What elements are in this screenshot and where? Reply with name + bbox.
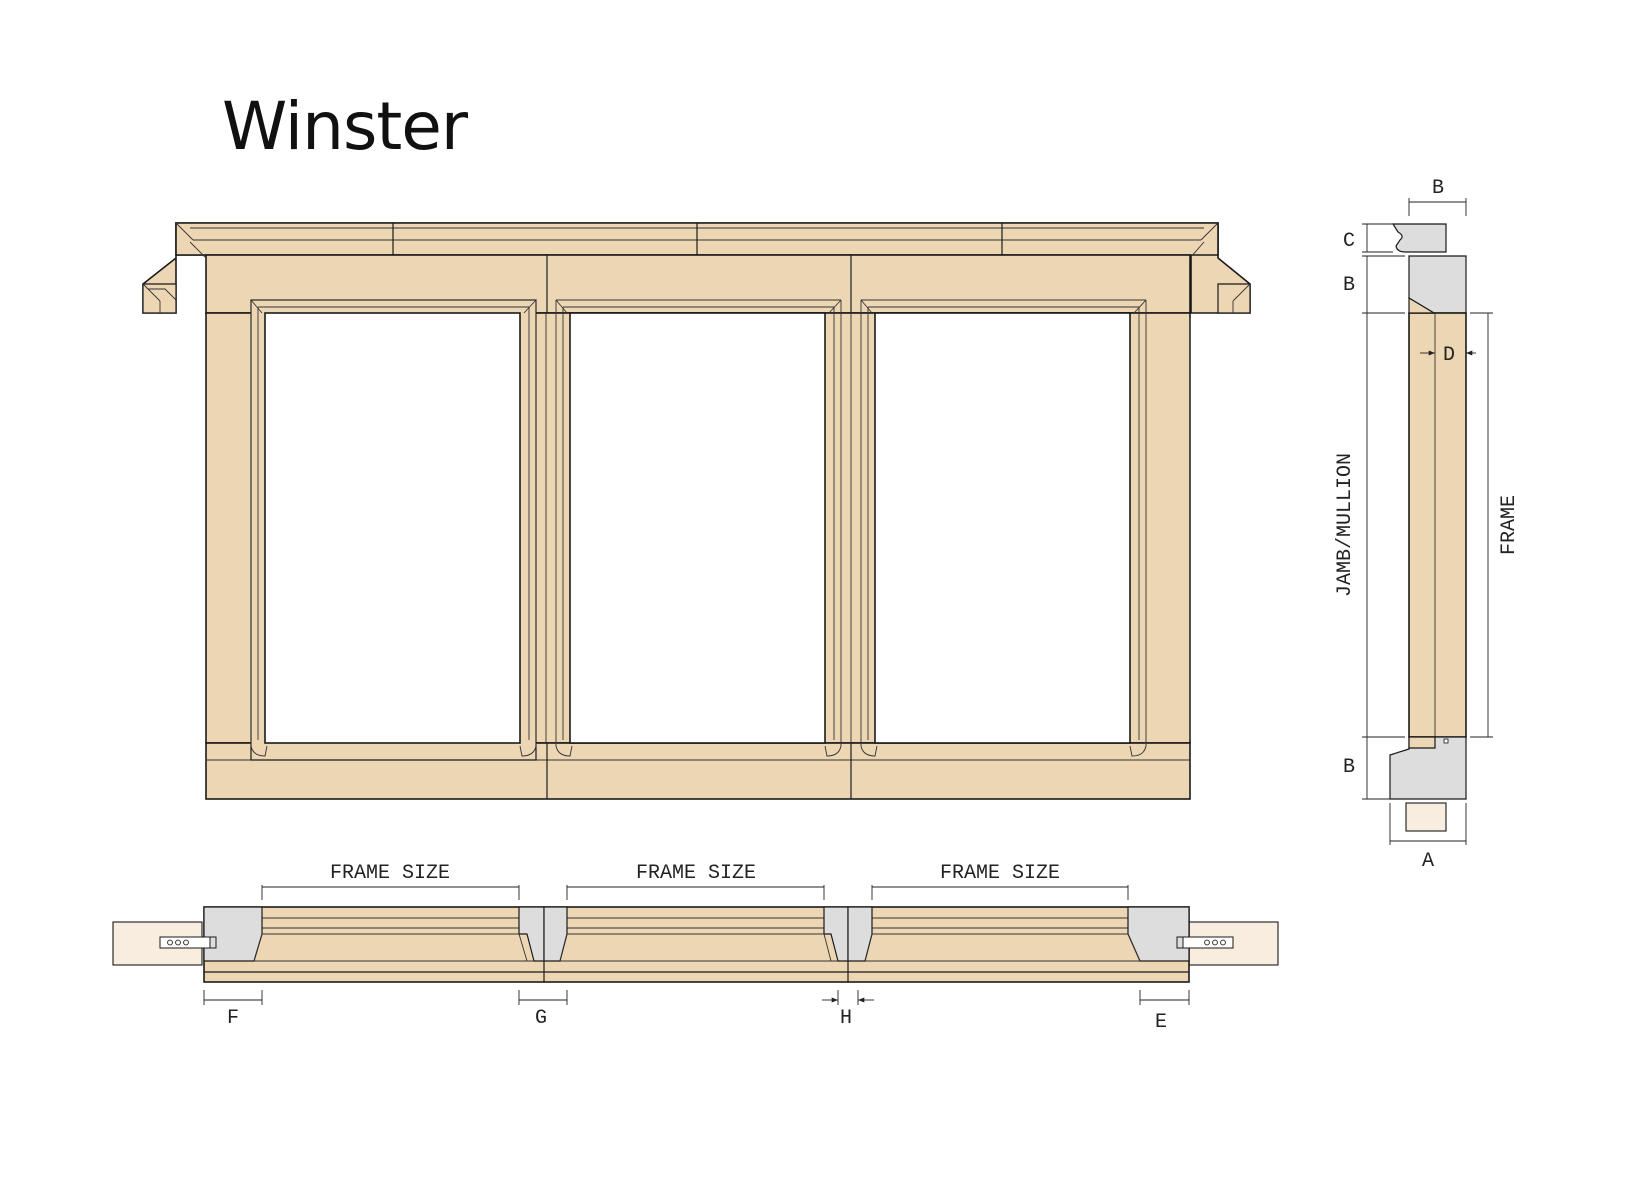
opening-3 — [874, 312, 1131, 744]
dim-h-label: H — [840, 1007, 852, 1030]
window-openings — [264, 312, 1131, 744]
frame-size-label-1: FRAME SIZE — [330, 862, 450, 885]
frame-label: FRAME — [1498, 495, 1521, 555]
dim-b-upper-label: B — [1343, 274, 1355, 297]
support-block — [1405, 802, 1447, 832]
left-jamb-section — [203, 906, 263, 962]
page-title: Winster — [222, 88, 468, 165]
dim-b-top-label: B — [1432, 177, 1444, 200]
right-jamb-section — [1127, 906, 1190, 962]
frame-size-label-3: FRAME SIZE — [940, 862, 1060, 885]
dim-f-label: F — [227, 1007, 239, 1030]
opening-2 — [569, 312, 826, 744]
left-fixing-cramp — [159, 936, 217, 949]
right-fixing-cramp — [1176, 936, 1234, 949]
jamb-section — [1408, 312, 1467, 738]
cornice — [142, 222, 1251, 314]
dim-d-label: D — [1443, 344, 1455, 367]
dim-a-label: A — [1422, 850, 1434, 873]
opening-1 — [264, 312, 521, 744]
frame-size-label-2: FRAME SIZE — [636, 862, 756, 885]
cornice-section — [1391, 223, 1447, 253]
dim-e-label: E — [1155, 1011, 1167, 1034]
plan-view: FRAME SIZE FRAME SIZE FRAME SIZE F G H E — [112, 862, 1279, 1034]
front-elevation — [142, 222, 1251, 800]
dim-c-label: C — [1343, 230, 1355, 253]
dim-g-label: G — [535, 1007, 547, 1030]
jamb-mullion-label: JAMB/MULLION — [1334, 453, 1357, 597]
dim-b-lower-label: B — [1343, 756, 1355, 779]
section-view: B C B JAMB/MULLION B D FRAME A — [1334, 177, 1521, 873]
